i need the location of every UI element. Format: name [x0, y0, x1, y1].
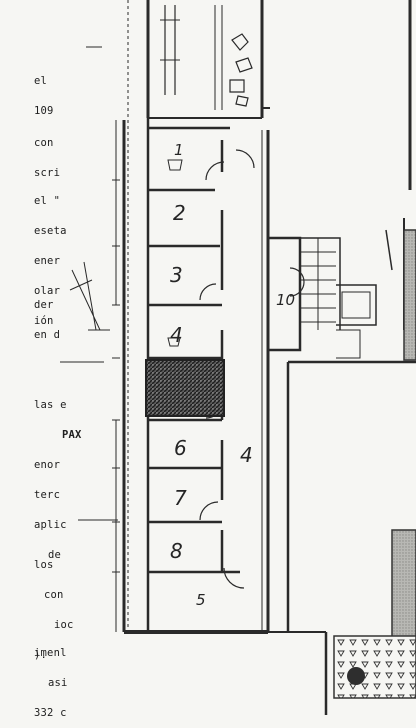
margin-note-line: los [34, 559, 54, 571]
margin-note-line: con [34, 137, 54, 149]
margin-note-3: el " eseta ener olar ión [34, 176, 67, 336]
margin-note-line: imenl [34, 647, 67, 659]
room-label-corridor: 4 [240, 443, 253, 467]
margin-note-line: en d [34, 329, 61, 341]
margin-note-line: PAX [62, 429, 82, 441]
margin-note-line: der [34, 299, 54, 311]
margin-note-line: aplic [34, 519, 67, 531]
margin-note-line: asi [48, 677, 68, 689]
margin-note-line: ión [34, 315, 54, 327]
margin-note-line: las e [34, 399, 67, 411]
margin-note-5: las e PAX enor terc aplic de [34, 380, 82, 570]
room-label-1: 1 [174, 141, 184, 159]
room-label-5: 5 [196, 591, 206, 609]
margin-note-line: el " [34, 195, 61, 207]
margin-note-7: imenl asi 332 c [34, 628, 68, 728]
room-label-7: 7 [174, 486, 187, 510]
right-wall-shade [403, 229, 416, 361]
room-label-10: 10 [276, 291, 295, 309]
margin-note-line: terc [34, 489, 61, 501]
stair-block [268, 236, 377, 359]
margin-note-line: olar [34, 285, 61, 297]
margin-note-2: con scri [34, 118, 60, 188]
margin-note-line: 109 [34, 105, 54, 117]
margin-note-line: scri [34, 167, 61, 179]
room-label-3: 3 [170, 263, 183, 287]
top-room [146, 0, 270, 119]
room-label-8: 8 [170, 539, 183, 563]
margin-note-1: el 109 [34, 56, 54, 126]
margin-note-line: ). [34, 649, 48, 661]
room-column [122, 0, 270, 634]
margin-note-line: eseta [34, 225, 67, 237]
margin-note-line: ioc [54, 619, 74, 631]
hatched-room [145, 359, 225, 417]
room-label-6: 6 [174, 436, 187, 460]
dimension-lines [60, 46, 120, 632]
margin-note-line: enor [34, 459, 61, 471]
room-label-4: 4 [170, 323, 183, 347]
margin-note-4: der en d [34, 280, 60, 350]
margin-note-line: ener [34, 255, 61, 267]
right-column-shade [391, 529, 416, 641]
margin-note-line: el [34, 75, 48, 87]
room-label-2: 2 [173, 201, 186, 225]
margin-note-6: los con ioc ). [34, 540, 74, 670]
margin-note-line: con [44, 589, 64, 601]
planter-area [333, 635, 416, 699]
margin-note-line: de [48, 549, 62, 561]
planter-bush [347, 667, 365, 685]
margin-note-line: 332 c [34, 707, 67, 719]
room-labels: 1 2 3 4 6 7 8 5 4 10 [170, 141, 295, 609]
